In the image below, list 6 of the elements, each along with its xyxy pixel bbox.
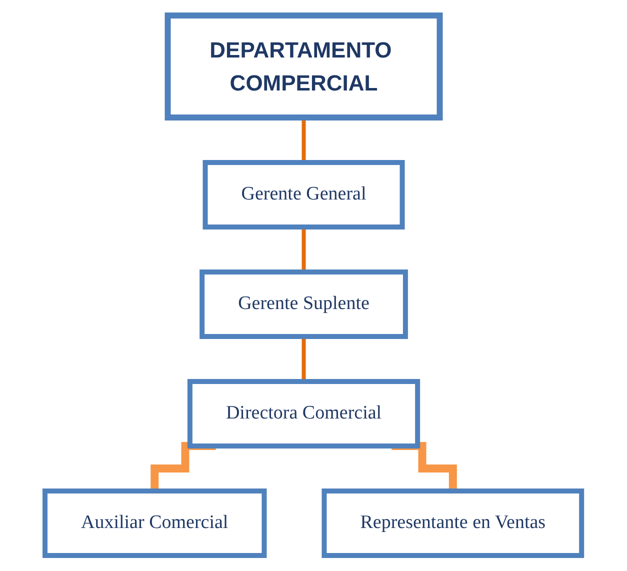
node-box: Directora Comercial <box>188 379 420 448</box>
node-box: DEPARTAMENTO COMPERCIAL <box>164 12 443 120</box>
node-box: Gerente Suplente <box>200 270 408 339</box>
node-box: Auxiliar Comercial <box>42 488 267 558</box>
node-box: Representante en Ventas <box>322 488 584 558</box>
node-box: Gerente General <box>202 160 405 230</box>
